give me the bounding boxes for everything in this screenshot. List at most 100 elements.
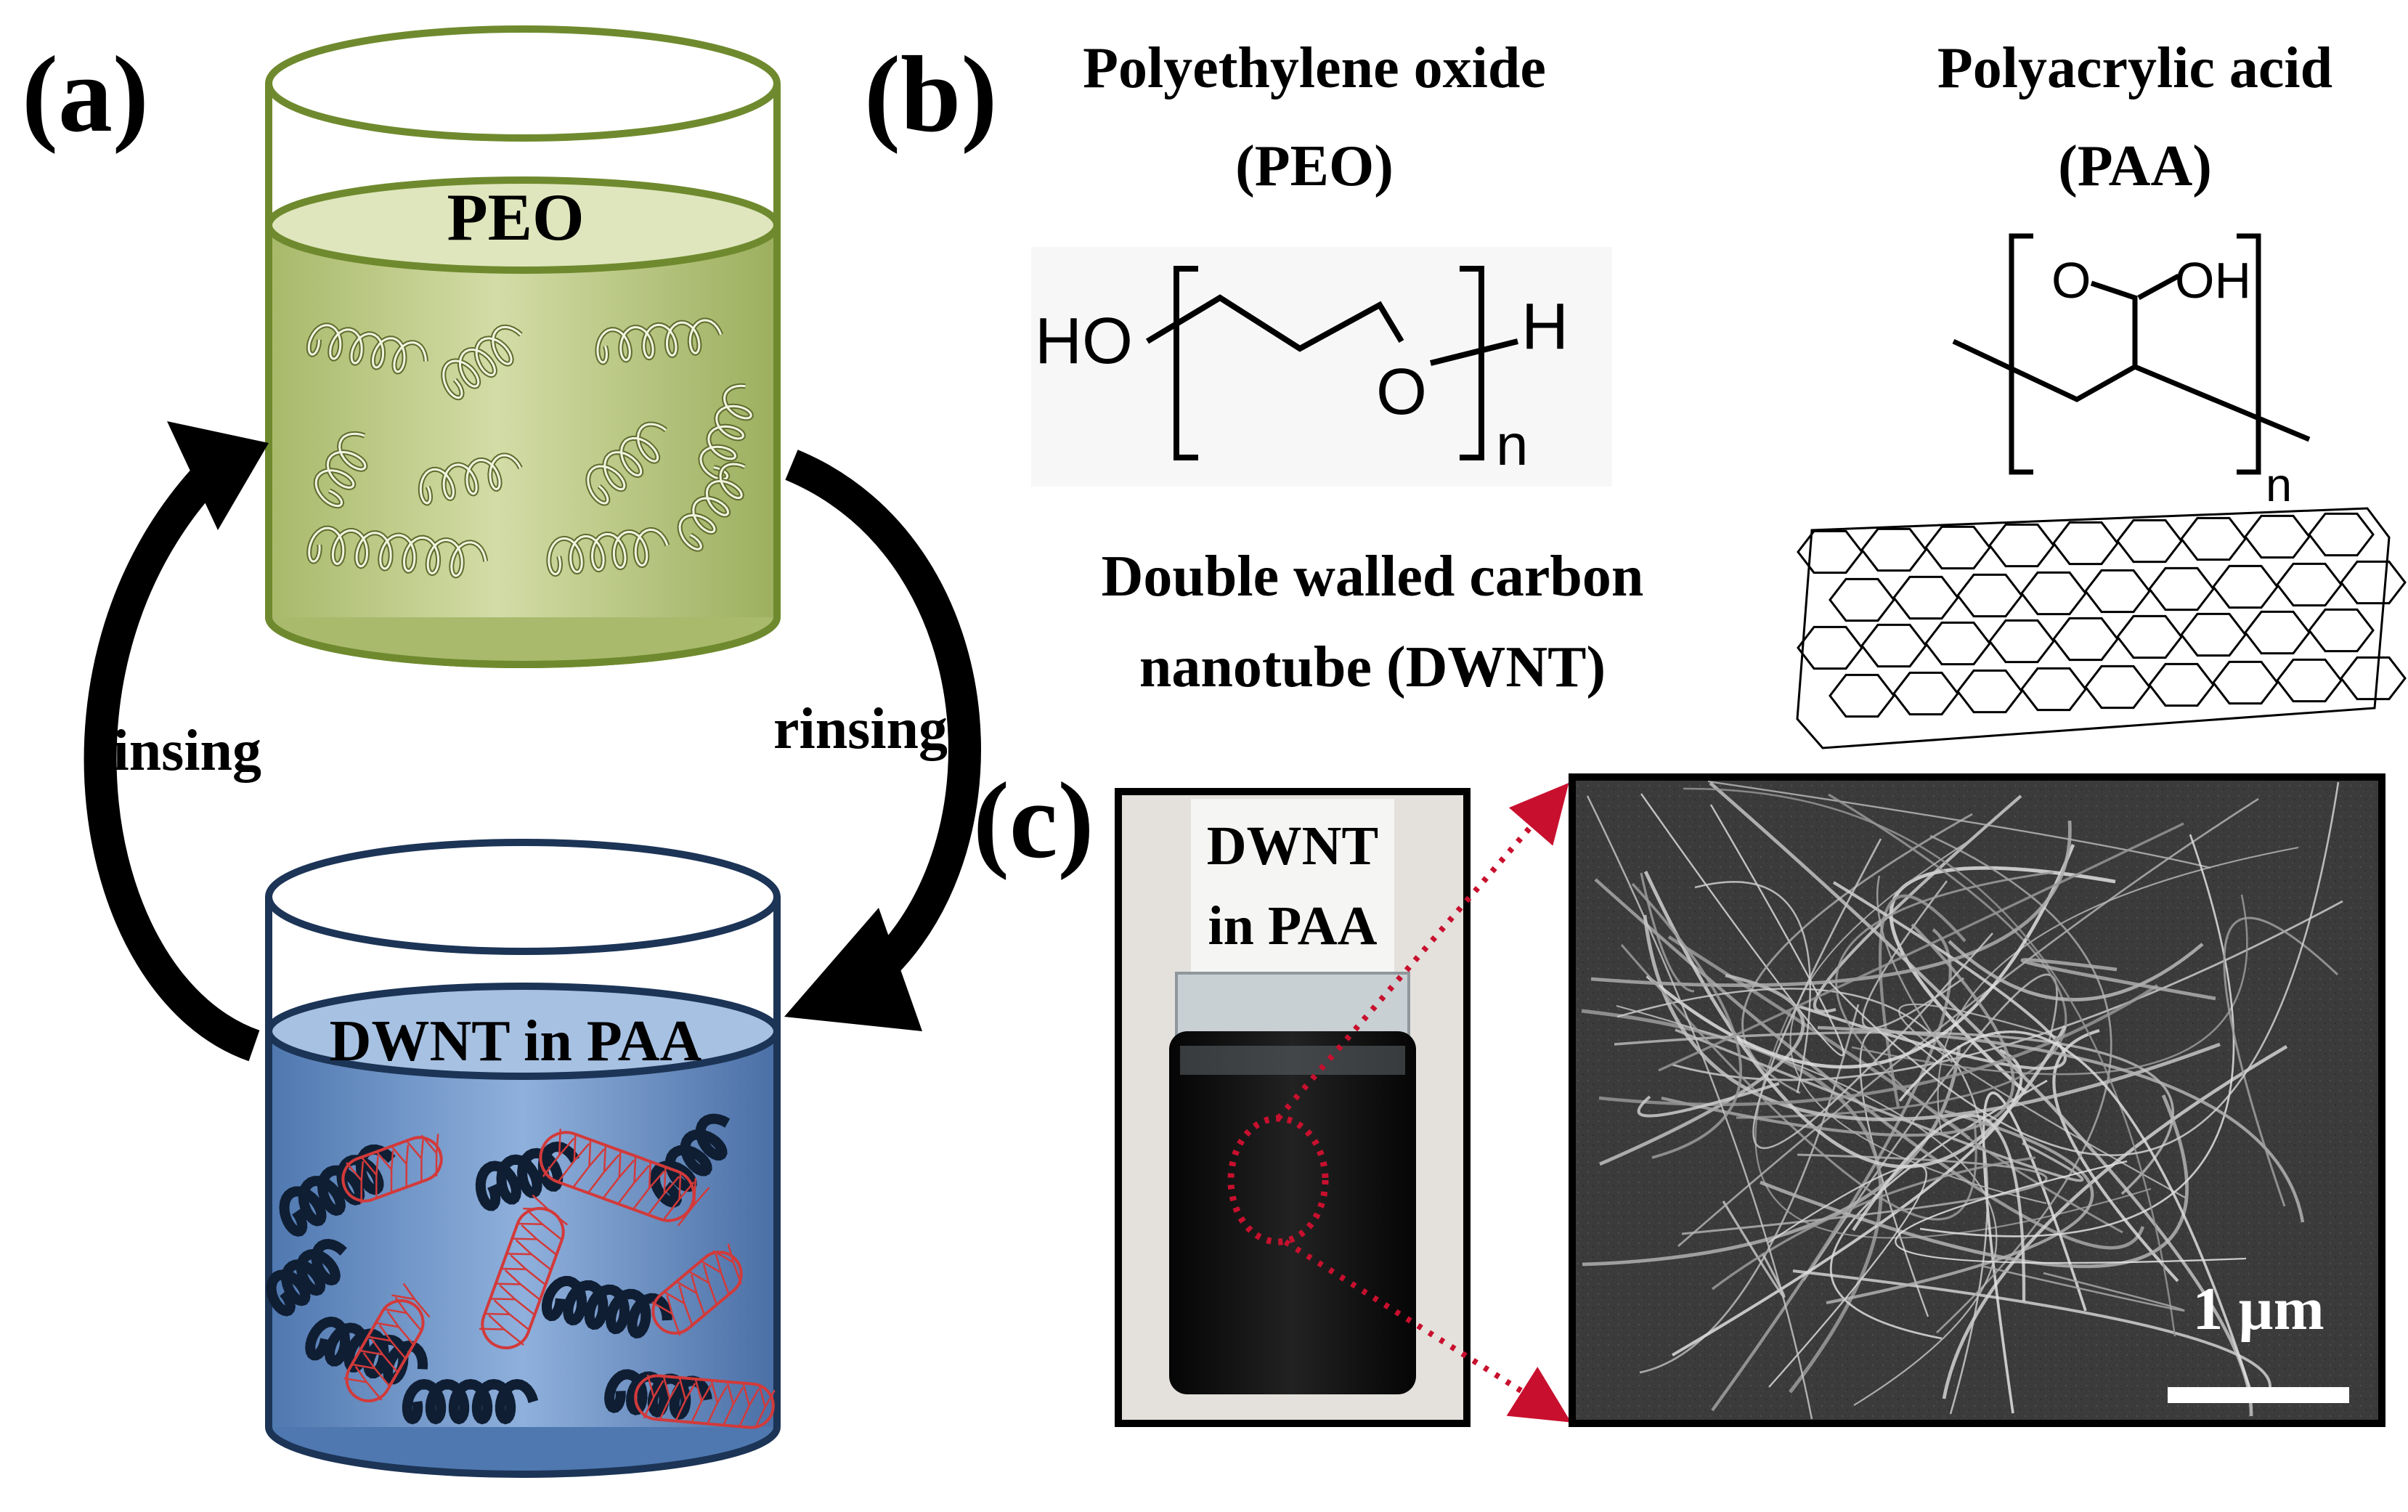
nanotube-hexagon [2212,660,2279,705]
right-cycle-arrowhead [784,908,922,1031]
sem-fiber [1616,1004,1998,1406]
dwnt-lattice-line [517,1209,563,1241]
dwnt-lattice-line [700,1253,730,1295]
peo-polymer-coil-highlight [678,463,746,550]
sem-fiber [1658,822,2184,1072]
nanotube-hex-lattice [1797,512,2407,718]
sem-fiber [1667,935,1971,1140]
dwnt-lattice-line [662,1172,695,1222]
sem-fiber [1736,793,2067,1119]
sem-fiber [1929,834,2112,1333]
sem-fiber [1829,781,2340,1156]
nanotube-hexagon [2212,564,2279,609]
dwnt-name-line1: Double walled carbon [1102,545,1644,609]
sem-fiber [1835,871,2123,1234]
nanotube-hexagon [2116,519,2183,564]
panel-b: (b) Polyethylene oxide (PEO) Polyacrylic… [864,34,2407,749]
paa-contents-group [266,1113,776,1429]
left-cycle-arrowhead [167,421,269,530]
paa-hydroxyl-text: OH [2175,252,2251,309]
peo-liquid-surface [265,176,781,274]
peo-structure: HO O H n [1031,247,1612,487]
dwnt-lattice-line [375,1310,415,1346]
dwnt-lattice-line [675,1377,696,1422]
paa-polymer-coil [649,1113,731,1208]
sem-fiber-network [1581,780,2343,1420]
nanotube-hexagon [1924,525,1991,570]
sem-fiber [2052,1028,2179,1283]
sem-fiber [1948,940,2204,1001]
paa-polymer-coil [279,1144,396,1237]
sem-fiber [1598,984,2159,1107]
nanotube-hexagon [2276,658,2343,703]
dwnt-lattice-line [754,1384,776,1428]
sem-fiber [1898,1031,2252,1391]
nanotube-hexagon [2308,608,2375,653]
sem-fiber [1852,1113,2026,1302]
sem-fiber [1712,1156,2036,1291]
nanotube-hexagon [2244,514,2311,559]
vial-meniscus [1180,1046,1405,1075]
dwnt-nanotube [634,1374,776,1429]
dwnt-nanotube [341,1134,443,1204]
sem-fiber [1829,1079,2048,1340]
sem-fiber [1752,838,1994,1150]
panel-b-label: (b) [864,34,997,155]
peo-polymer-coil-highlight [419,454,521,505]
sem-fiber [1643,870,2067,1168]
paa-beaker: DWNT in PAA [265,839,781,1478]
nanotube-hexagon [2276,562,2343,607]
dwnt-lattice-line [739,1383,760,1427]
nanotube-hexagon [2180,516,2247,561]
dwnt-name-line2: nanotube (DWNT) [1139,635,1606,699]
dwnt-lattice-line [617,1155,650,1205]
peo-beaker: PEO [265,25,781,668]
nanotube-hexagon [1988,619,2055,664]
paa-polymer-coil [402,1378,539,1425]
nanotube-hexagon [1797,529,1863,574]
dwnt-lattice-line [712,1243,742,1285]
nanotube-hexagon [2148,566,2215,611]
paa-right-bracket [2237,233,2261,475]
sem-fiber [1643,914,2221,1121]
dwnt-lattice-line [383,1296,423,1332]
zoom-arrow-bottom [1283,1239,1571,1423]
dwnt-lattice-line [506,1239,552,1271]
nanotube-hexagon [1988,523,2055,568]
paa-n-subscript: n [2266,458,2292,511]
dwnt-nanotube-outline [651,1251,743,1335]
dwnt-nanotube [343,1283,431,1402]
dwnt-lattice-line [360,1155,379,1198]
vial-label-line2: in PAA [1208,895,1378,956]
dwnt-lattice-line [723,1381,744,1426]
dwnt-lattice-line [602,1150,635,1199]
dwnt-lattice-line [391,1145,410,1187]
sem-fiber [2223,916,2339,1207]
sem-fiber [1851,894,2248,1076]
dwnt-lattice-line [501,1254,547,1286]
panel-c-label: (c) [973,760,1094,881]
dwnt-lattice-line [677,1177,710,1227]
nanotube-hexagon [1956,573,2023,618]
peo-polymer-coil-highlight [307,324,427,373]
dwnt-lattice-line [391,1283,431,1318]
peo-terminal-bond [1430,338,1518,366]
sem-fiber [1683,787,2176,1337]
paa-polymer-coil [541,1275,672,1339]
peo-right-bracket [1460,266,1484,460]
paa-polymer-coil [475,1141,580,1211]
paa-structure: O OH n [1952,233,2311,511]
dwnt-lattice-line [707,1380,728,1425]
dwnt-nanotube [539,1129,710,1227]
nanotube-hexagon [1797,625,1863,670]
dwnt-lattice-line [405,1139,424,1182]
dwnt-nanotube [479,1194,569,1349]
sem-scale-bar [2168,1387,2349,1403]
dwnt-lattice-line [691,1378,712,1423]
sem-fiber [1741,813,1973,1094]
peo-beaker-rim [265,25,781,142]
peo-beaker-label: PEO [447,180,584,254]
dwnt-lattice-line [359,1338,399,1373]
sem-fiber [1672,900,2343,1081]
